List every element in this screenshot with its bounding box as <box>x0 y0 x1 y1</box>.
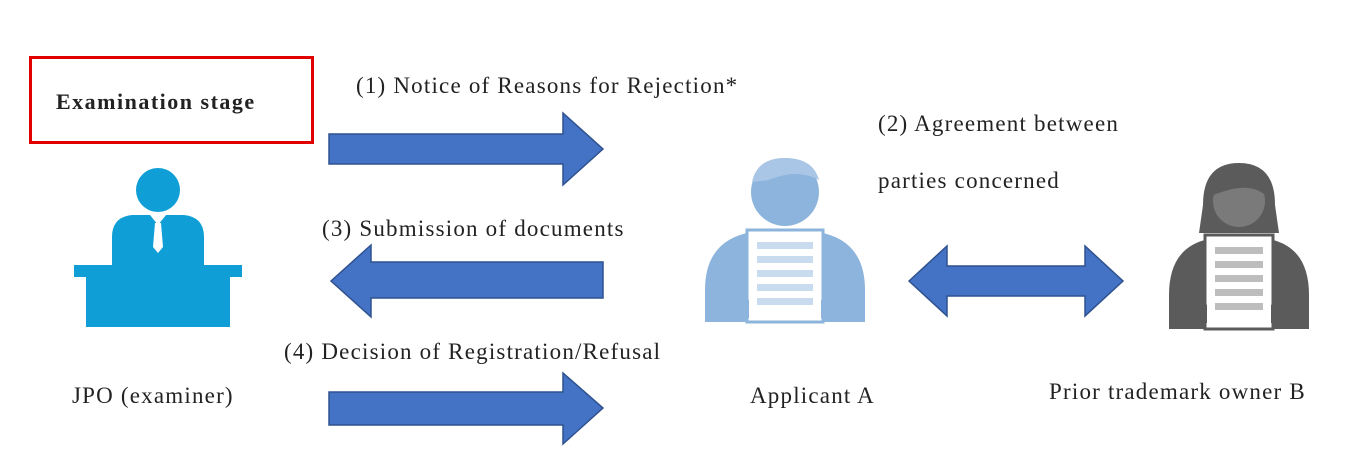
woman-holding-document-icon <box>1169 163 1309 331</box>
applicant-label: Applicant A <box>750 383 875 408</box>
person-holding-document-icon <box>705 158 865 324</box>
step-4-label: (4) Decision of Registration/Refusal <box>284 339 662 364</box>
step-3-label: (3) Submission of documents <box>322 216 625 241</box>
step-2-label-line1: (2) Agreement between <box>878 111 1120 136</box>
jpo-label: JPO (examiner) <box>72 383 234 408</box>
arrow-left-step-3 <box>329 243 604 319</box>
examination-stage-label: Examination stage <box>56 89 256 114</box>
arrow-double-step-2 <box>907 244 1125 318</box>
owner-label: Prior trademark owner B <box>1049 379 1306 404</box>
step-1-label: (1) Notice of Reasons for Rejection* <box>356 73 739 98</box>
examination-stage-box: Examination stage <box>29 56 314 144</box>
arrow-right-step-4 <box>328 371 605 446</box>
step-2-label-line2: parties concerned <box>878 168 1060 193</box>
examiner-desk-icon <box>74 168 242 327</box>
arrow-right-step-1 <box>328 111 605 187</box>
